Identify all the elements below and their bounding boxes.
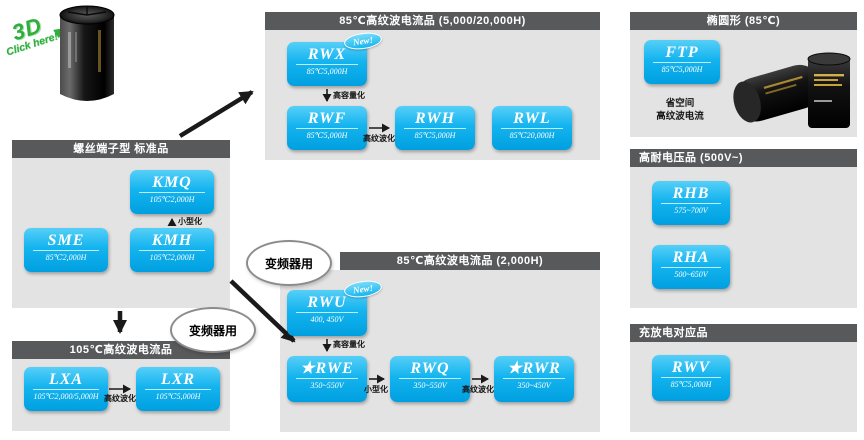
- separator: [139, 192, 205, 193]
- product-box-rwv[interactable]: RWV 85℃5,000H: [652, 355, 730, 401]
- series-name-rwu: RWU: [307, 294, 347, 311]
- product-box-rwe[interactable]: ★RWE 350~550V: [287, 356, 367, 402]
- bubble-label: 变频器用: [188, 323, 237, 338]
- oval-note-high-ripple: 高纹波电流: [656, 111, 704, 122]
- series-spec-rwl: 85℃20,000H: [509, 131, 555, 140]
- product-box-rwh[interactable]: RWH 85℃5,000H: [395, 106, 475, 150]
- product-box-rwl[interactable]: RWL 85℃20,000H: [492, 106, 572, 150]
- series-name-rwx: RWX: [307, 46, 347, 63]
- series-spec-sme: 85℃2,000H: [45, 253, 87, 262]
- header-standard-screw-terminal: 螺丝端子型 标准品: [12, 140, 230, 158]
- series-spec-rwv: 85℃5,000H: [670, 380, 712, 389]
- separator: [503, 378, 565, 379]
- series-name-rwh: RWH: [414, 110, 456, 127]
- series-name-lxr: LXR: [160, 371, 196, 388]
- product-box-sme[interactable]: SME 85℃2,000H: [24, 228, 108, 272]
- series-name-kmq: KMQ: [152, 174, 192, 191]
- arrow-label-high-ripple: 高纹波化: [462, 385, 494, 394]
- series-name-rhb: RHB: [672, 185, 710, 202]
- series-spec-rwr: 350~450V: [517, 381, 551, 390]
- series-name-sme: SME: [47, 232, 85, 249]
- series-spec-rha: 500~650V: [674, 270, 708, 279]
- series-spec-rwe: 350~550V: [310, 381, 344, 390]
- series-name-rwq: RWQ: [410, 360, 450, 377]
- product-box-ftp[interactable]: FTP 85℃5,000H: [644, 40, 720, 84]
- product-box-rwu[interactable]: RWU 400, 450V: [287, 290, 367, 336]
- series-name-lxa: LXA: [48, 371, 84, 388]
- series-spec-rwh: 85℃5,000H: [414, 131, 456, 140]
- separator: [404, 128, 466, 129]
- series-name-rha: RHA: [672, 249, 710, 266]
- separator: [33, 250, 99, 251]
- screw-terminal-capacitor-photo: [59, 5, 115, 101]
- separator: [661, 203, 721, 204]
- separator: [399, 378, 461, 379]
- separator: [661, 267, 721, 268]
- product-box-kmq[interactable]: KMQ 105℃2,000H: [130, 170, 214, 214]
- product-box-lxr[interactable]: LXR 105℃5,000H: [136, 367, 220, 411]
- separator: [653, 62, 711, 63]
- arrow-label-miniaturization: 小型化: [178, 217, 202, 226]
- series-name-rwv: RWV: [671, 359, 711, 376]
- series-spec-lxa: 105℃2,000/5,000H: [33, 392, 99, 401]
- product-box-rwq[interactable]: RWQ 350~550V: [390, 356, 470, 402]
- header-85c-high-ripple-long-life: 85℃高纹波电流品 (5,000/20,000H): [265, 12, 600, 30]
- header-85c-high-ripple-2000h: 85℃高纹波电流品 (2,000H): [340, 252, 600, 270]
- series-spec-rhb: 575~700V: [674, 206, 708, 215]
- separator: [296, 378, 358, 379]
- series-name-ftp: FTP: [665, 44, 699, 61]
- separator: [296, 64, 358, 65]
- separator: [33, 389, 99, 390]
- oval-note-space-saving: 省空间: [665, 98, 695, 109]
- arrow-label-miniaturization: 小型化: [364, 385, 388, 394]
- separator: [661, 377, 721, 378]
- series-spec-kmq: 105℃2,000H: [149, 195, 195, 204]
- product-box-rhb[interactable]: RHB 575~700V: [652, 181, 730, 225]
- bubble-inverter-use-1: 变频器用: [246, 240, 332, 286]
- arrow-label-high-capacity: 高容量化: [333, 91, 365, 100]
- product-box-lxa[interactable]: LXA 105℃2,000/5,000H: [24, 367, 108, 411]
- product-box-kmh[interactable]: KMH 105℃2,000H: [130, 228, 214, 272]
- series-spec-rwx: 85℃5,000H: [306, 67, 348, 76]
- header-oval-type: 椭圆形 (85℃): [630, 12, 857, 30]
- arrow-label-high-ripple: 高纹波化: [363, 134, 395, 143]
- product-box-rwf[interactable]: RWF 85℃5,000H: [287, 106, 367, 150]
- series-spec-rwq: 350~550V: [413, 381, 447, 390]
- separator: [145, 389, 211, 390]
- oval-capacitors-photo: [733, 52, 851, 128]
- header-105c-high-ripple: 105℃高纹波电流品: [12, 341, 230, 359]
- bubble-inverter-use-2: 变频器用: [170, 307, 256, 353]
- 3d-click-here-link[interactable]: 3D Click here!: [0, 11, 60, 58]
- bubble-label: 变频器用: [264, 256, 313, 271]
- series-spec-rwf: 85℃5,000H: [306, 131, 348, 140]
- separator: [296, 128, 358, 129]
- series-spec-ftp: 85℃5,000H: [661, 65, 703, 74]
- series-spec-kmh: 105℃2,000H: [149, 253, 195, 262]
- separator: [501, 128, 563, 129]
- series-name-rwe: ★RWE: [300, 360, 354, 377]
- separator: [139, 250, 205, 251]
- series-name-rwl: RWL: [513, 110, 551, 127]
- arrow-standard-to-85c-long-life: [178, 90, 254, 138]
- product-box-rha[interactable]: RHA 500~650V: [652, 245, 730, 289]
- product-box-rwr[interactable]: ★RWR 350~450V: [494, 356, 574, 402]
- arrow-label-high-ripple: 高纹波化: [104, 394, 136, 403]
- series-spec-lxr: 105℃5,000H: [155, 392, 201, 401]
- series-name-rwr: ★RWR: [507, 360, 561, 377]
- series-spec-rwu: 400, 450V: [310, 315, 344, 324]
- series-name-kmh: KMH: [151, 232, 193, 249]
- series-name-rwf: RWF: [307, 110, 347, 127]
- arrow-label-high-capacity: 高容量化: [333, 340, 365, 349]
- header-high-voltage: 高耐电压品 (500V~): [630, 149, 857, 167]
- header-charge-discharge: 充放电对应品: [630, 324, 857, 342]
- separator: [296, 312, 358, 313]
